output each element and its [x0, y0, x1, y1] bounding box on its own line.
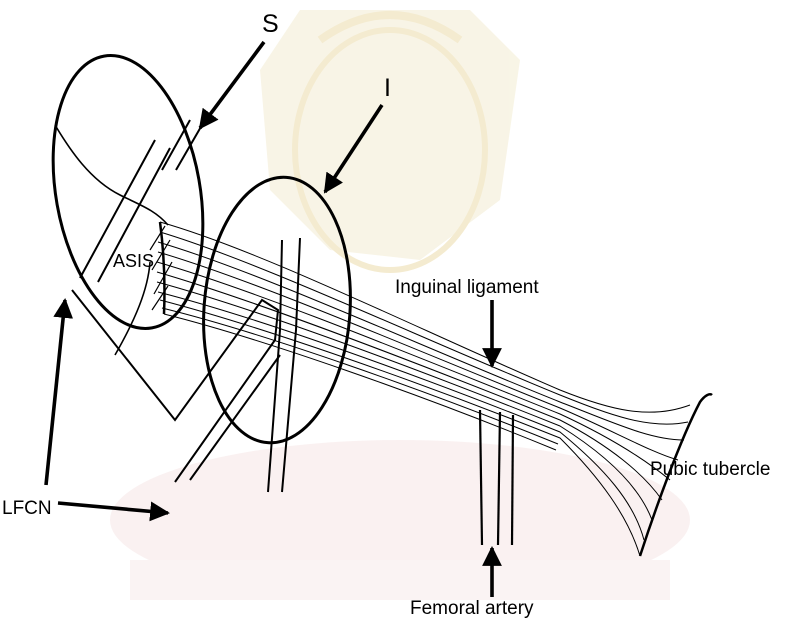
- label-asis: ASIS: [113, 251, 154, 271]
- circle-i: [202, 175, 352, 445]
- label-femoral-artery: Femoral artery: [410, 598, 534, 619]
- femoral-artery-shape: [478, 409, 515, 546]
- arrow-s: [198, 40, 266, 130]
- arrow-lfcn-right: [57, 501, 170, 522]
- lfcn-nerve: [71, 119, 281, 483]
- arrow-lfcn-up: [44, 298, 74, 486]
- arrow-i: [323, 104, 384, 194]
- label-pubic-tubercle: Pubic tubercle: [650, 459, 770, 480]
- label-inguinal-ligament: Inguinal ligament: [395, 277, 539, 298]
- watermark-seal: [110, 10, 690, 600]
- label-lfcn: LFCN: [2, 498, 52, 519]
- label-i: I: [384, 74, 391, 102]
- asis-bone: [54, 124, 169, 356]
- circle-s: [51, 54, 205, 330]
- label-s: S: [262, 10, 279, 38]
